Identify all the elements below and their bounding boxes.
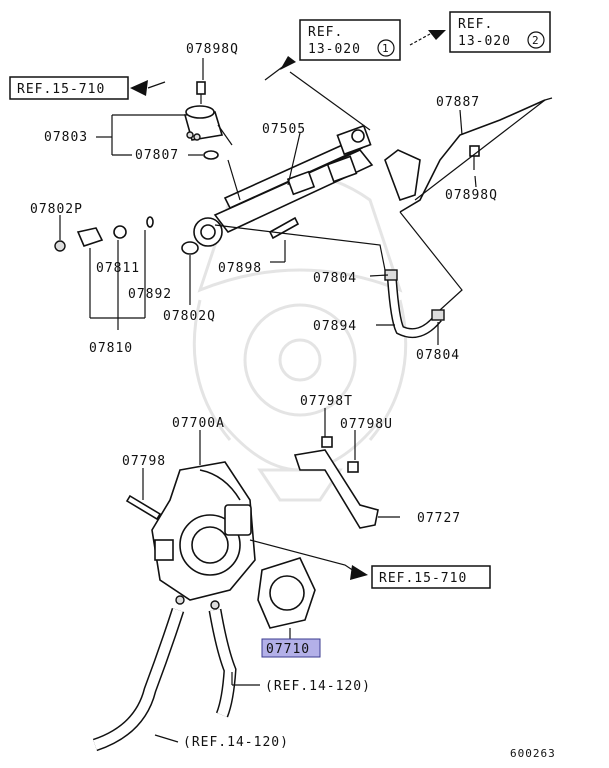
ref-box-15-710-top[interactable]: REF.15-710 (9, 76, 129, 100)
arrow-icon (428, 30, 446, 40)
label-07804-upper[interactable]: 07804 (313, 271, 357, 286)
label-07811[interactable]: 07811 (96, 261, 140, 276)
svg-text:1: 1 (382, 42, 390, 55)
bolt-part (469, 145, 480, 170)
label-07887[interactable]: 07887 (436, 95, 480, 110)
ref-box-15-710-mid[interactable]: REF.15-710 (371, 565, 491, 589)
label-07807[interactable]: 07807 (135, 148, 179, 163)
label-07710-highlighted[interactable]: 07710 (261, 638, 321, 658)
ref-box-13-020-2[interactable]: REF. 13-020 2 (449, 11, 551, 53)
label-07798U[interactable]: 07798U (340, 417, 393, 432)
label-07898Q-top[interactable]: 07898Q (186, 42, 239, 57)
svg-text:REF.15-710: REF.15-710 (17, 82, 105, 97)
leader-line (147, 81, 166, 89)
coolant-hose-part (92, 607, 237, 752)
o-ring-part (203, 150, 219, 160)
label-07803[interactable]: 07803 (44, 130, 88, 145)
leader-line (264, 64, 286, 81)
label-07802Q[interactable]: 07802Q (163, 309, 216, 324)
svg-text:REF.: REF. (308, 25, 343, 40)
ref-text-14-120-b[interactable]: (REF.14-120) (183, 735, 289, 750)
svg-text:REF.15-710: REF.15-710 (379, 571, 467, 586)
label-07505[interactable]: 07505 (262, 122, 306, 137)
bolt-part (125, 494, 162, 521)
throttle-body-part (151, 461, 256, 610)
fuel-hose-part (384, 269, 445, 338)
label-07700A[interactable]: 07700A (172, 416, 225, 431)
label-07810[interactable]: 07810 (89, 341, 133, 356)
label-07894[interactable]: 07894 (313, 319, 357, 334)
circle-number-icon (527, 31, 545, 49)
svg-text:13-020: 13-020 (308, 42, 361, 57)
bolt-part (196, 81, 206, 104)
seal-part (181, 241, 199, 255)
svg-text:13-020: 13-020 (458, 34, 511, 49)
ref-text-14-120-a[interactable]: (REF.14-120) (265, 679, 371, 694)
label-07892[interactable]: 07892 (128, 287, 172, 302)
svg-text:REF.: REF. (458, 17, 493, 32)
label-07798T[interactable]: 07798T (300, 394, 353, 409)
label-07804-lower[interactable]: 07804 (416, 348, 460, 363)
label-07898Q-right[interactable]: 07898Q (445, 188, 498, 203)
ref-box-13-020-1[interactable]: REF. 13-020 1 (299, 19, 401, 61)
pressure-regulator-part (183, 105, 233, 146)
circle-number-icon (377, 39, 395, 57)
fuel-rail-part (193, 124, 374, 247)
label-07727[interactable]: 07727 (417, 511, 461, 526)
arrow-icon (350, 565, 368, 580)
bolt-part (321, 436, 359, 473)
connector-parts (54, 216, 154, 252)
svg-text:07710: 07710 (266, 642, 310, 657)
bracket-part (293, 449, 379, 529)
arrow-icon (280, 56, 296, 70)
leader-line (409, 33, 431, 46)
label-07802P[interactable]: 07802P (30, 202, 83, 217)
figure-number: 600263 (510, 747, 556, 760)
label-07898[interactable]: 07898 (218, 261, 262, 276)
arrow-icon (130, 80, 148, 96)
label-07798[interactable]: 07798 (122, 454, 166, 469)
svg-text:2: 2 (532, 34, 540, 47)
gasket-part (257, 557, 316, 629)
